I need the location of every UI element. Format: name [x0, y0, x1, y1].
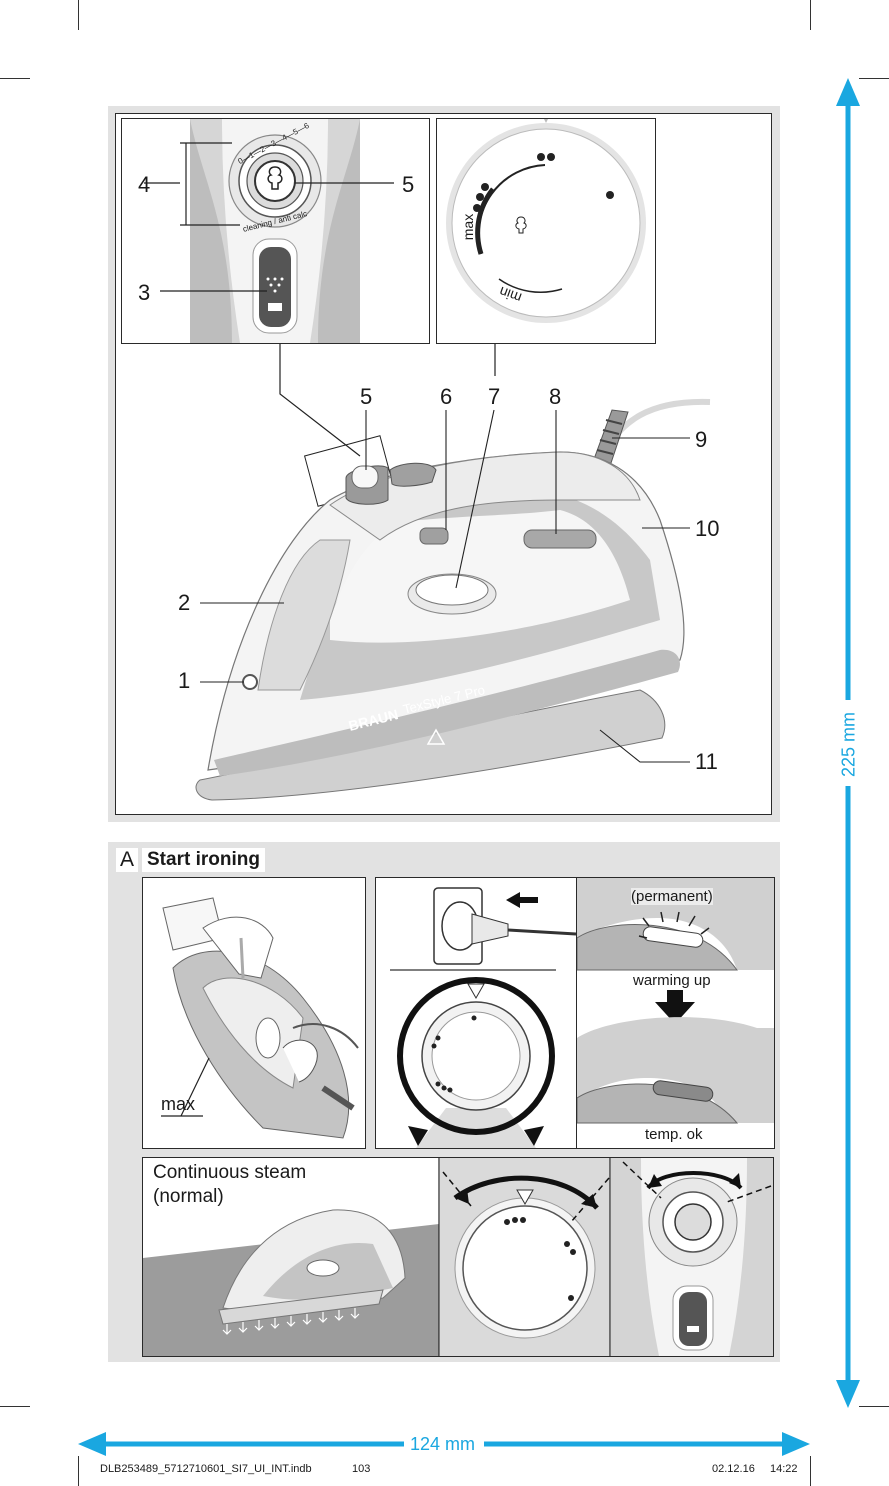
crop-mark: [78, 1456, 79, 1486]
callout-3: 3: [138, 280, 151, 305]
footer-page: 103: [352, 1463, 371, 1475]
plug-step-drawing: [390, 887, 576, 1148]
permanent-label: (permanent): [631, 888, 713, 905]
crop-mark: [0, 1406, 30, 1407]
warming-up-label: warming up: [633, 972, 711, 989]
control-detail-drawing: [144, 119, 394, 343]
crop-mark: [810, 0, 811, 30]
callout-11: 11: [695, 749, 718, 774]
crop-mark: [0, 78, 30, 79]
dial-detail-drawing: [446, 119, 646, 323]
footer-date: 02.12.16: [712, 1463, 755, 1475]
plug-step-panel: [375, 877, 577, 1149]
crop-mark: [859, 78, 889, 79]
steam-step-drawing: [143, 1158, 773, 1356]
crop-mark: [859, 1406, 889, 1407]
light-step-panel: (permanent) warming up temp. ok: [576, 877, 775, 1149]
callout-1: 1: [178, 668, 191, 693]
callout-9: 9: [695, 427, 708, 452]
footer-file: DLB253489_5712710601_SI7_UI_INT.indb: [100, 1463, 312, 1475]
fill-step-panel: max: [142, 877, 366, 1149]
steam-subtitle: (normal): [153, 1186, 224, 1207]
callout-8: 8: [549, 384, 562, 409]
light-step-drawing: [577, 878, 774, 1124]
width-dimension-label: 124 mm: [410, 1434, 476, 1454]
footer-time: 14:22: [770, 1463, 798, 1475]
steam-step-panel: Continuous steam (normal): [142, 1157, 774, 1357]
control-detail: 0—1—2—3—4—5—6 cleaning / anti calc: [121, 118, 430, 344]
iron-illustration: [195, 344, 711, 801]
fill-max-label: max: [161, 1094, 196, 1114]
callout-5: 5: [360, 384, 373, 409]
section-title: Start ironing: [142, 848, 265, 872]
height-dimension-label: 225 mm: [838, 711, 859, 778]
crop-mark: [78, 0, 79, 30]
temp-ok-label: temp. ok: [645, 1126, 703, 1143]
callout-7: 7: [488, 384, 501, 409]
section-letter: A: [116, 848, 138, 872]
callout-10: 10: [695, 516, 720, 541]
callout-6: 6: [440, 384, 453, 409]
callout-5-detail: 5: [402, 172, 415, 197]
callout-2: 2: [178, 590, 191, 615]
crop-mark: [810, 1456, 811, 1486]
dial-detail: max min: [436, 118, 656, 344]
fill-step-drawing: [161, 897, 359, 1139]
steam-title: Continuous steam: [153, 1162, 307, 1183]
callout-4: 4: [138, 172, 151, 197]
